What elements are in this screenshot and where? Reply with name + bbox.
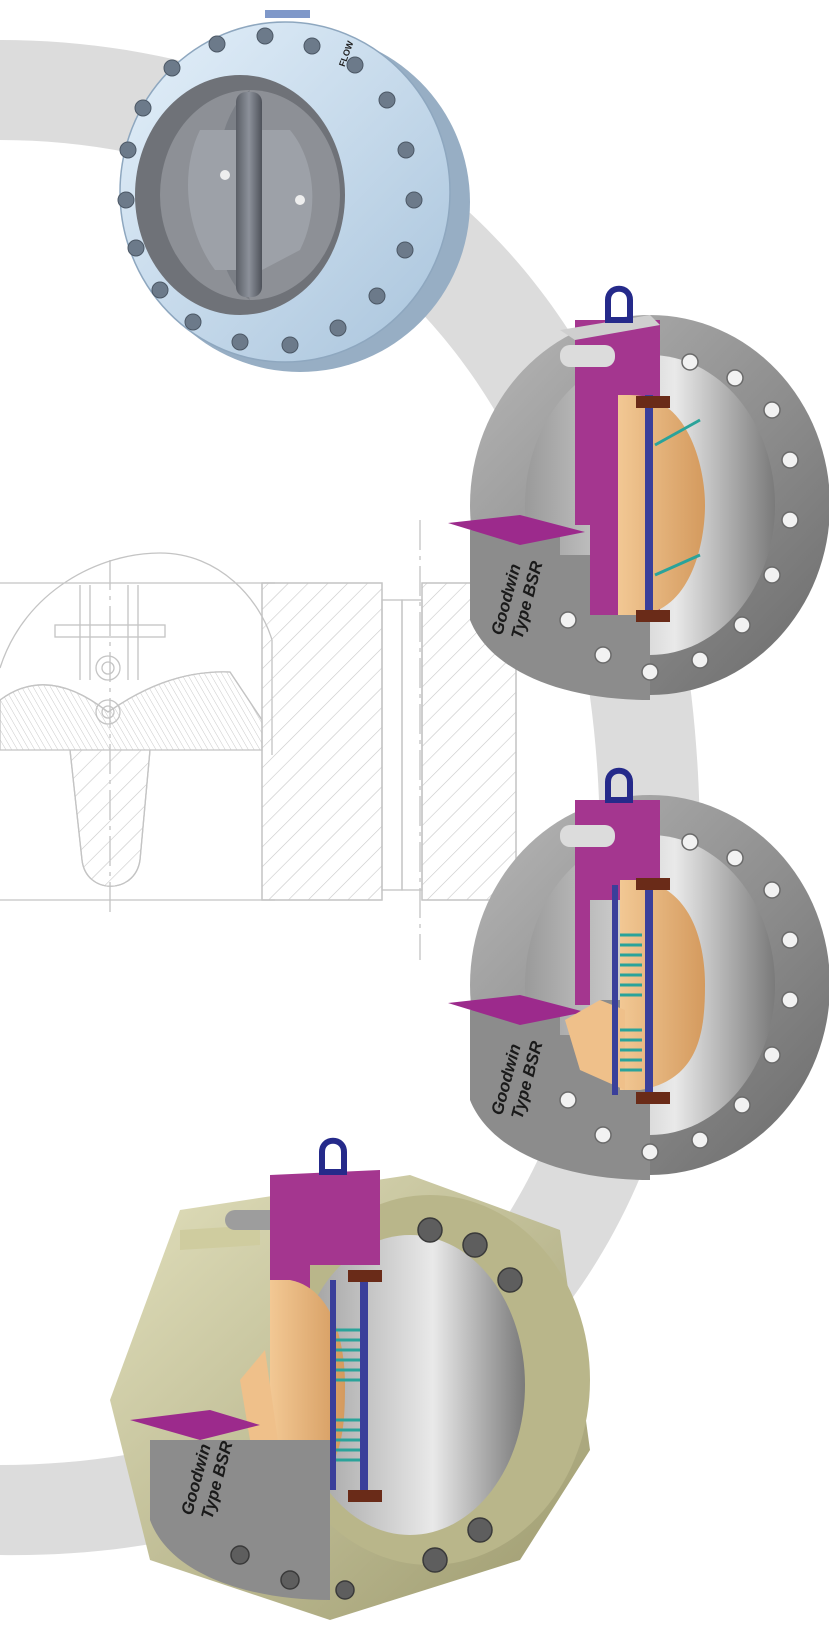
installed-valve-assembly: Goodwin Type BSR	[110, 1137, 590, 1620]
wafer-check-valve: FLOW	[117, 10, 470, 372]
cutaway-valve-springs: Goodwin Type BSR	[448, 767, 829, 1180]
cutaway-valve-plates: Goodwin Type BSR	[448, 285, 829, 700]
section-drawing	[0, 520, 517, 960]
